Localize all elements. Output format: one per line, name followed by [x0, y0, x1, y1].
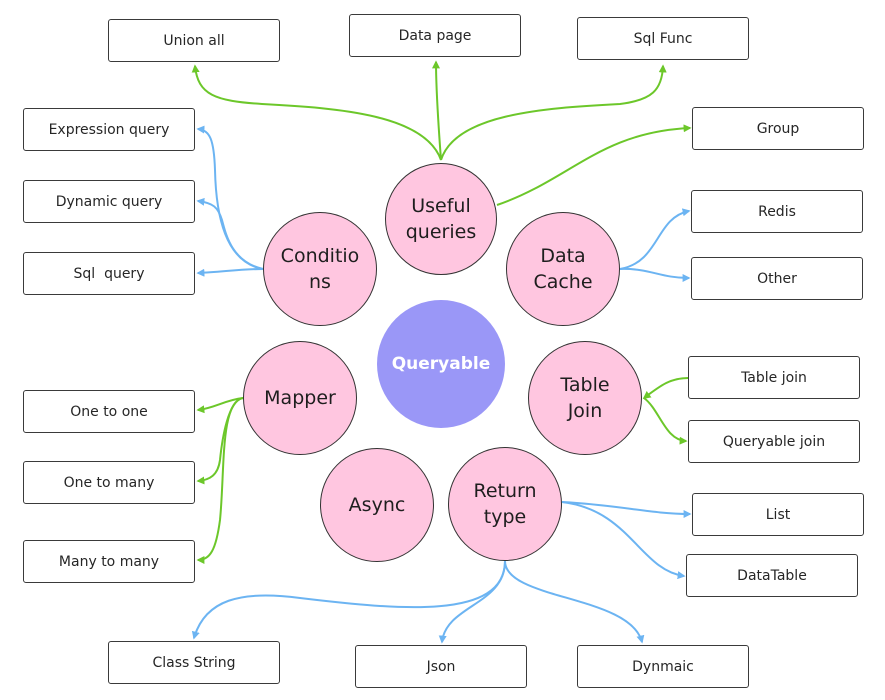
redis-box: Redis — [691, 190, 863, 233]
connector-cache-redis — [619, 208, 691, 270]
queryable-join-box: Queryable join — [688, 420, 860, 463]
table-join-node: Table Join — [528, 341, 642, 455]
connector-table-join-box — [642, 377, 689, 399]
data-page-box: Data page — [349, 14, 521, 57]
connector-table-join-queryable — [643, 397, 688, 445]
mapper-node: Mapper — [243, 341, 357, 455]
connector-useful-group — [496, 124, 692, 206]
sql-func-box: Sql Func — [577, 17, 749, 60]
connector-useful-data-page — [432, 60, 442, 161]
connector-conditions-expression — [196, 125, 264, 270]
json-box: Json — [355, 645, 527, 688]
dynmaic-box: Dynmaic — [577, 645, 749, 688]
connector-useful-union-all — [191, 64, 442, 161]
datatable-box: DataTable — [686, 554, 858, 597]
union-all-box: Union all — [108, 19, 280, 62]
connector-return-class-string — [191, 560, 506, 640]
table-join-box: Table join — [688, 356, 860, 399]
one-to-one-box: One to one — [23, 390, 195, 433]
connector-conditions-sql-query — [196, 268, 264, 277]
class-string-box: Class String — [108, 641, 280, 684]
conditions-node: Conditio ns — [263, 212, 377, 326]
connector-conditions-dynamic — [196, 197, 264, 270]
useful-queries-node: Useful queries — [385, 163, 497, 275]
connector-mapper-many-to-many — [196, 397, 244, 564]
other-box: Other — [691, 257, 863, 300]
async-node: Async — [320, 448, 434, 562]
expression-query-box: Expression query — [23, 108, 195, 151]
many-to-many-box: Many to many — [23, 540, 195, 583]
dynamic-query-box: Dynamic query — [23, 180, 195, 223]
connector-return-list — [561, 501, 692, 518]
queryable-center-node: Queryable — [377, 300, 505, 428]
group-box: Group — [692, 107, 864, 150]
data-cache-node: Data Cache — [506, 212, 620, 326]
return-type-node: Return type — [448, 447, 562, 561]
sql-query-box: Sql query — [23, 252, 195, 295]
one-to-many-box: One to many — [23, 461, 195, 504]
list-box: List — [692, 493, 864, 536]
connector-cache-other — [619, 267, 691, 282]
connector-mapper-one-to-one — [196, 397, 244, 414]
connector-mapper-one-to-many — [196, 397, 244, 485]
connector-useful-sql-func — [440, 64, 667, 161]
connector-return-datatable — [561, 501, 686, 580]
connector-return-dynmaic — [504, 560, 645, 644]
connector-return-json — [438, 560, 506, 644]
